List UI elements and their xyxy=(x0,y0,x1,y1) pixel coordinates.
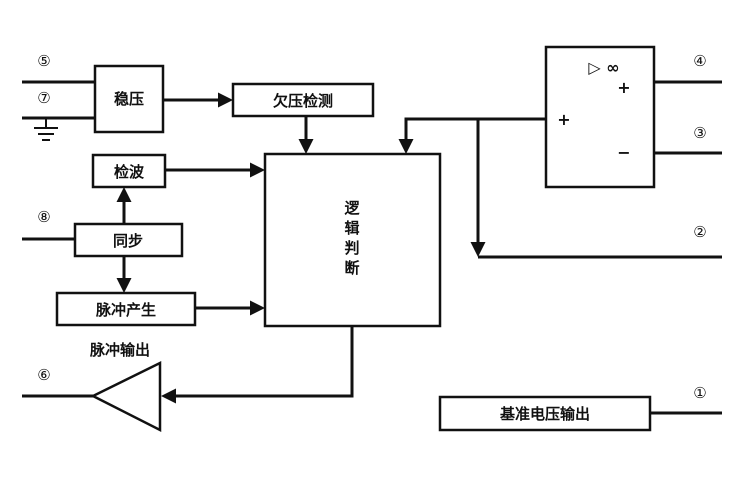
opamp-symbol: ▷ ∞ xyxy=(588,58,619,77)
opamp-output-plus: + xyxy=(617,78,630,97)
pin-8-label: ⑧ xyxy=(37,208,50,226)
regulator-block xyxy=(93,64,165,134)
logic-label-3: 判 xyxy=(344,239,359,257)
undervoltage-block xyxy=(231,82,375,118)
pin-3-label: ③ xyxy=(693,124,706,142)
pin-4-label: ④ xyxy=(693,52,706,70)
pin-2-label: ② xyxy=(693,223,706,241)
detector-label: 检波 xyxy=(114,163,145,181)
sync-label: 同步 xyxy=(113,232,143,250)
opamp-output-minus: − xyxy=(617,143,630,162)
arrow-logic-buffer xyxy=(161,326,354,404)
arrow-opamp-logic xyxy=(398,117,546,154)
output-buffer-triangle xyxy=(90,360,162,433)
pin-1-label: ① xyxy=(693,384,706,402)
sync-block xyxy=(73,222,184,258)
logic-block xyxy=(263,152,442,328)
ref-voltage-label: 基准电压输出 xyxy=(499,405,590,423)
pin-7-label: ⑦ xyxy=(37,89,50,107)
ref-voltage-block xyxy=(438,395,652,432)
logic-label-2: 辑 xyxy=(344,219,359,237)
logic-label-1: 逻 xyxy=(344,199,360,217)
pin-5-label: ⑤ xyxy=(37,52,50,70)
logic-label-4: 断 xyxy=(344,259,359,277)
opamp-block xyxy=(544,45,656,189)
regulator-label: 稳压 xyxy=(114,90,144,108)
opamp-input-plus: + xyxy=(557,110,570,129)
undervoltage-label: 欠压检测 xyxy=(273,92,333,110)
ground-icon xyxy=(34,118,58,141)
pulse-gen-label: 脉冲产生 xyxy=(95,301,156,319)
pulse-output-label: 脉冲输出 xyxy=(89,341,150,359)
pin-6-label: ⑥ xyxy=(37,366,50,384)
